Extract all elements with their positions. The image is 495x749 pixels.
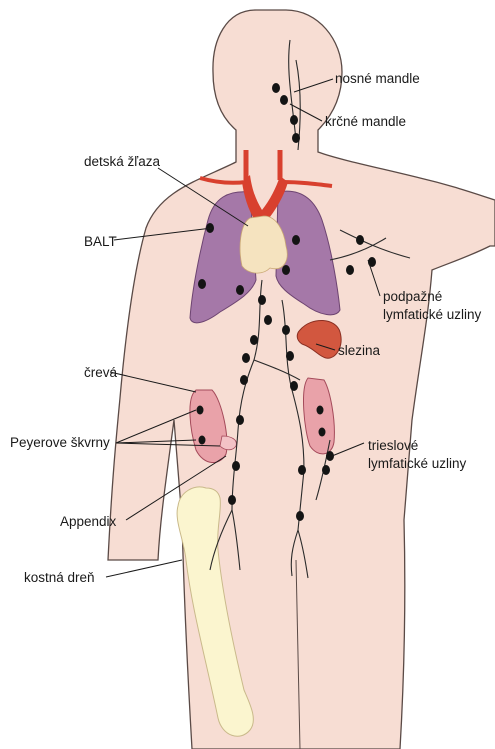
label-peyerove-skvrny: Peyerove škvrny xyxy=(10,434,110,451)
label-podpazne-uzliny: lymfatické uzliny xyxy=(383,306,481,323)
label-slezina: slezina xyxy=(338,342,380,359)
label-creva: črevá xyxy=(84,364,117,381)
label-trieslove-uzliny: lymfatické uzliny xyxy=(368,455,466,472)
label-krcne-mandle: krčné mandle xyxy=(325,113,406,130)
body-outline xyxy=(108,10,495,749)
label-trieslove: trieslové xyxy=(368,437,418,454)
label-balt: BALT xyxy=(84,233,117,250)
label-detska-zlaza: detská žľaza xyxy=(84,153,160,170)
label-nosne-mandle: nosné mandle xyxy=(335,70,420,87)
label-podpazne: podpažné xyxy=(383,288,442,305)
label-appendix: Appendix xyxy=(60,513,116,530)
label-kostna-dren: kostná dreň xyxy=(24,569,95,586)
